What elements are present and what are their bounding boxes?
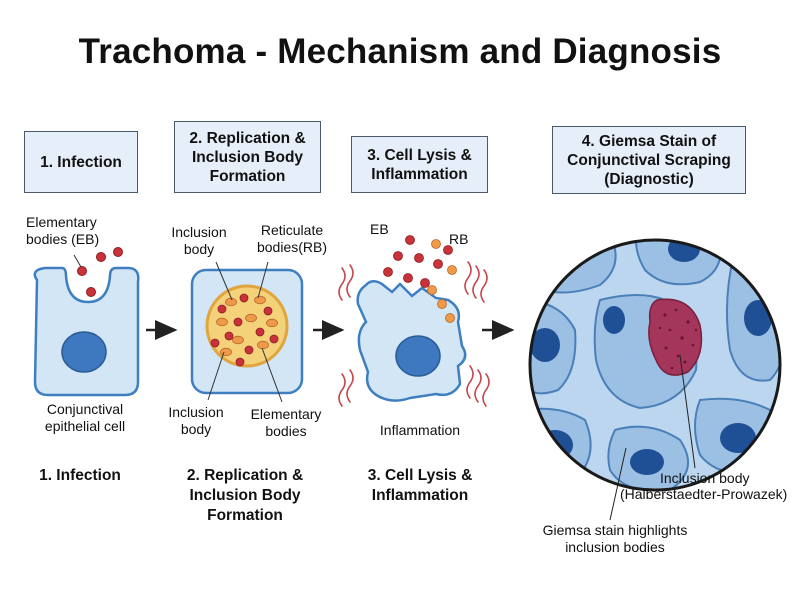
step-1-header-text: 1. Infection — [40, 153, 122, 171]
step-2-header-text: 2. Replication & Inclusion Body Formatio… — [189, 129, 306, 185]
elementary-bodies-stage-1 — [77, 247, 123, 297]
field-border — [528, 238, 782, 492]
step-4-header: 4. Giemsa Stain of Conjunctival Scraping… — [552, 126, 746, 194]
label-inclusion-body-top: Inclusion body — [171, 224, 227, 257]
inclusion-pointer-bottom — [207, 351, 225, 401]
label-eb: EB — [370, 221, 389, 237]
label-hp-name: (Halberstaedter-Prowazek) — [620, 486, 788, 502]
inclusion-pointer — [215, 261, 233, 301]
label-inclusion-body-hp: Inclusion body — [660, 470, 750, 486]
step-3-header: 3. Cell Lysis & Inflammation — [351, 136, 488, 193]
label-inclusion-body-bottom: Inclusion body — [168, 404, 224, 437]
hp-pointer — [679, 354, 696, 469]
label-giemsa-note: Giemsa stain highlights inclusion bodies — [542, 522, 688, 555]
caption-step-2: 2. Replication & Inclusion Body Formatio… — [186, 467, 304, 524]
nucleus — [395, 335, 441, 377]
stage-2-cell — [190, 261, 304, 403]
step-1-header: 1. Infection — [24, 131, 138, 193]
label-inflammation: Inflammation — [379, 422, 461, 438]
reticulate-bodies — [216, 295, 278, 357]
rb-pointer — [257, 261, 269, 299]
label-rb: RB — [449, 231, 469, 247]
label-elementary-bodies-eb: Elementary bodies (EB) — [26, 214, 100, 247]
page-title: Trachoma - Mechanism and Diagnosis — [78, 32, 722, 71]
stage-1-cell — [33, 247, 140, 397]
stage-3-cell — [338, 235, 490, 407]
inflammation-waves — [338, 261, 490, 407]
label-reticulate-bodies: Reticulate bodies(RB) — [256, 222, 328, 255]
reticulate-bodies-stage-3 — [427, 239, 457, 323]
eb-pointer-bottom — [261, 347, 283, 403]
caption-step-1: 1. Infection — [39, 467, 121, 484]
nucleus — [61, 331, 107, 373]
elementary-bodies-stage-3 — [383, 235, 453, 288]
giemsa-pointer — [609, 447, 627, 521]
label-elementary-bodies: Elementary bodies — [250, 406, 322, 439]
step-2-header: 2. Replication & Inclusion Body Formatio… — [174, 121, 321, 193]
inclusion-granules — [658, 308, 698, 370]
step-4-header-text: 4. Giemsa Stain of Conjunctival Scraping… — [567, 132, 731, 188]
eb-pointer — [73, 254, 82, 268]
hp-inclusion-body — [648, 298, 703, 376]
elementary-bodies-stage-2 — [210, 293, 279, 367]
caption-step-3: 3. Cell Lysis & Inflammation — [367, 467, 473, 504]
step-3-header-text: 3. Cell Lysis & Inflammation — [367, 146, 472, 183]
label-conjunctival-cell: Conjunctival epithelial cell — [44, 401, 126, 434]
